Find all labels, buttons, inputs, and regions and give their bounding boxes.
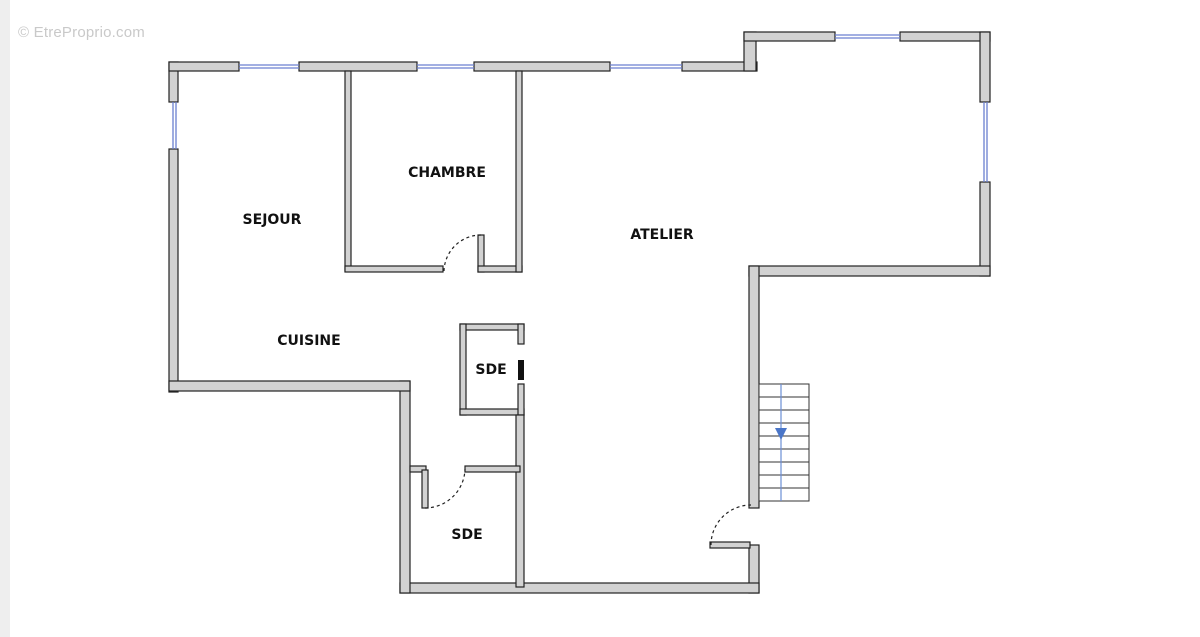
room-label-sde-lower: SDE bbox=[451, 527, 482, 543]
left-margin-strip bbox=[0, 0, 10, 637]
wall-sde-lower-top-left bbox=[409, 465, 427, 473]
outer-wall-top-2 bbox=[298, 61, 418, 72]
wall-chambre-right bbox=[515, 70, 523, 273]
room-label-sejour: SEJOUR bbox=[243, 212, 302, 228]
outer-wall-kitchen-bottom bbox=[168, 380, 411, 392]
outer-wall-bottom bbox=[399, 582, 760, 594]
door-swing-chambre bbox=[443, 234, 482, 273]
outer-wall-top-3 bbox=[473, 61, 611, 72]
wall-sde-upper-bottom bbox=[459, 408, 525, 416]
wall-sde-upper-right-bottom bbox=[517, 383, 525, 416]
wall-chambre-left bbox=[344, 70, 352, 272]
door-leaf-atelier bbox=[709, 541, 751, 549]
outer-wall-lower-left bbox=[399, 380, 411, 594]
outer-wall-top-1 bbox=[168, 61, 240, 72]
door-swing-sde-lower bbox=[424, 468, 466, 509]
outer-wall-right bbox=[979, 181, 991, 277]
room-label-atelier: ATELIER bbox=[630, 227, 694, 243]
arrow-down-icon bbox=[775, 428, 787, 440]
outer-wall-top-5 bbox=[743, 31, 836, 42]
outer-wall-stair-side bbox=[748, 265, 760, 509]
room-label-cuisine: CUISINE bbox=[277, 333, 340, 349]
staircase-outline bbox=[758, 383, 810, 502]
walls bbox=[168, 31, 991, 594]
room-label-sde-upper: SDE bbox=[475, 362, 506, 378]
door-swings bbox=[424, 234, 752, 546]
watermark: © EtreProprio.com bbox=[18, 24, 145, 41]
outer-wall-top-6 bbox=[899, 31, 991, 42]
wall-sde-upper-left bbox=[459, 323, 467, 416]
staircase bbox=[758, 383, 810, 502]
outer-wall-left bbox=[168, 148, 179, 393]
room-label-chambre: CHAMBRE bbox=[408, 165, 486, 181]
outer-wall-right-wing-bottom bbox=[748, 265, 991, 277]
wall-sde-upper-right-top bbox=[517, 323, 525, 345]
wall-sde-lower-right bbox=[515, 414, 525, 588]
stair-treads bbox=[759, 396, 809, 489]
wall-chambre-bottom-left bbox=[344, 265, 444, 273]
wall-sde-upper-top bbox=[459, 323, 525, 331]
outer-wall-right-top bbox=[979, 31, 991, 103]
door-leaf-sde-lower bbox=[421, 469, 429, 509]
door-jamb-sde-upper bbox=[518, 360, 524, 380]
outer-wall-top-4 bbox=[681, 61, 758, 72]
door-swing-atelier bbox=[710, 504, 752, 546]
wall-sde-lower-top-right bbox=[464, 465, 521, 473]
windows bbox=[172, 34, 988, 182]
